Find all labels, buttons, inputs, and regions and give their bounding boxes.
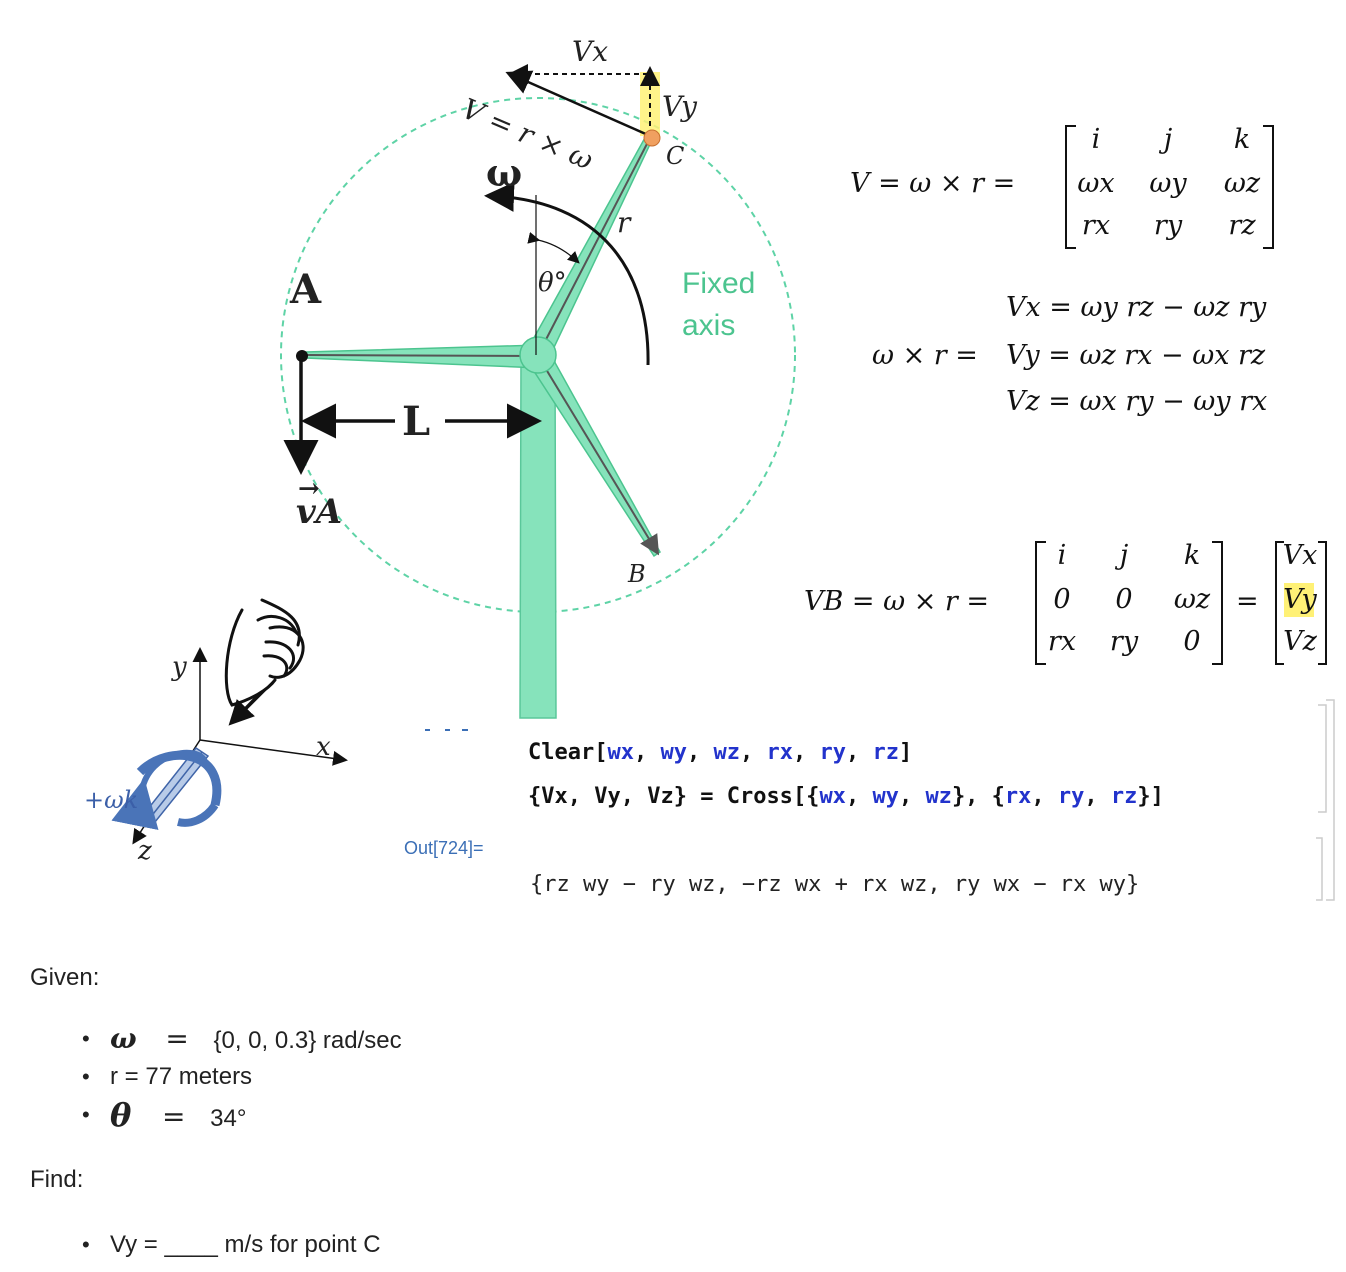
omega-k-label: +ωk <box>84 786 139 814</box>
z-axis-label: z <box>138 836 152 866</box>
point-b-label: B <box>628 560 646 588</box>
output-result[interactable]: {rz wy − ry wz, −rz wx + rx wz, ry wx − … <box>530 872 1140 897</box>
right-hand-sketch <box>224 598 305 722</box>
point-c-label: C <box>666 142 685 170</box>
point-a-label: A <box>290 266 322 313</box>
eq3-lhs: VB = ω × r = <box>804 586 990 617</box>
turbine-hub <box>519 336 557 374</box>
vy-label: Vy <box>662 90 697 123</box>
fixed-axis-label: Fixed axis <box>682 267 756 342</box>
length-label: L <box>402 398 431 445</box>
given-theta: θ = 34° <box>82 1096 402 1134</box>
point-c-dot <box>643 129 661 147</box>
eq1-lhs: V = ω × r = <box>850 168 1016 199</box>
eq2-line-vy: Vy = ωz rx − ωx rz <box>1006 340 1266 371</box>
rotation-circle <box>280 97 796 613</box>
given-heading: Given: <box>30 964 100 991</box>
given-r: r = 77 meters <box>82 1058 402 1096</box>
given-list: ω = {0, 0, 0.3} rad/sec r = 77 meters θ … <box>82 1020 402 1134</box>
v-vector <box>505 70 649 137</box>
code-line-clear[interactable]: Clear[wx, wy, wz, rx, ry, rz] <box>528 740 913 765</box>
turbine-diagram <box>111 64 1335 901</box>
find-list: Vy = ____ m/s for point C <box>82 1226 381 1264</box>
eq3-equals: = <box>1236 586 1259 617</box>
x-axis-label: x <box>316 732 331 762</box>
eq2-line-vx: Vx = ωy rz − ωz ry <box>1006 292 1267 323</box>
r-label: r <box>617 206 631 239</box>
omega-arrow <box>484 181 650 366</box>
vx-label: Vx <box>572 35 609 68</box>
eq2-lhs: ω × r = <box>872 340 978 371</box>
theta-label: θ° <box>538 268 567 298</box>
omega-label: ω <box>486 150 523 195</box>
turbine-tower <box>519 354 557 719</box>
code-line-cross[interactable]: {Vx, Vy, Vz} = Cross[{wx, wy, wz}, {rx, … <box>528 784 1164 809</box>
va-label: →vA <box>296 474 343 532</box>
output-label: Out[724]= <box>404 838 484 858</box>
find-item-vy: Vy = ____ m/s for point C <box>82 1226 381 1264</box>
eq2-line-vz: Vz = ωx ry − ωy rx <box>1006 386 1268 417</box>
given-omega: ω = {0, 0, 0.3} rad/sec <box>82 1020 402 1058</box>
y-axis-label: y <box>172 652 187 682</box>
find-heading: Find: <box>30 1166 84 1193</box>
